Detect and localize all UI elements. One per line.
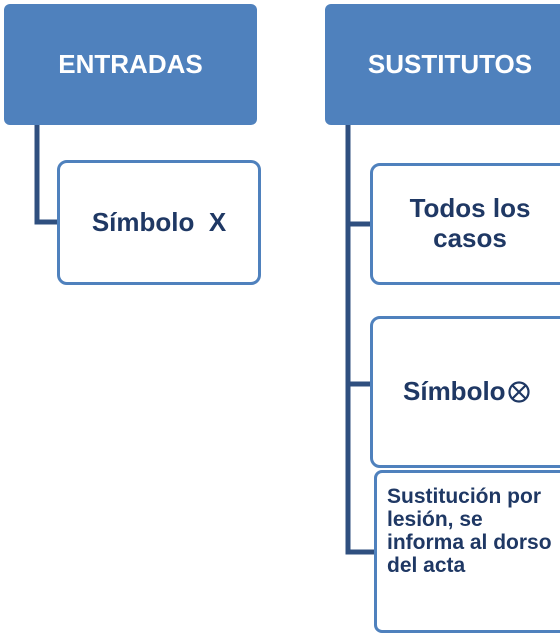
circled-x-icon bbox=[507, 381, 530, 403]
header-entradas-label: ENTRADAS bbox=[58, 49, 203, 79]
box-simbolo-x: Símbolo X bbox=[57, 160, 261, 285]
box-simbolo-circled-x-label: Símbolo bbox=[403, 376, 506, 407]
box-todos-los-casos-label: Todos los casos bbox=[409, 193, 531, 253]
box-sustitucion-label: Sustitución por lesión, se informa al do… bbox=[387, 485, 552, 578]
header-entradas: ENTRADAS bbox=[4, 4, 257, 125]
header-sustitutos: SUSTITUTOS bbox=[325, 4, 560, 125]
box-todos-los-casos: Todos los casos bbox=[370, 163, 560, 285]
header-sustitutos-label: SUSTITUTOS bbox=[367, 49, 533, 79]
box-simbolo-circled-x: Símbolo bbox=[370, 316, 560, 468]
connector-entradas bbox=[34, 122, 60, 225]
box-sustitucion-por-lesion: Sustitución por lesión, se informa al do… bbox=[374, 470, 560, 633]
box-simbolo-x-label: Símbolo X bbox=[91, 206, 227, 237]
